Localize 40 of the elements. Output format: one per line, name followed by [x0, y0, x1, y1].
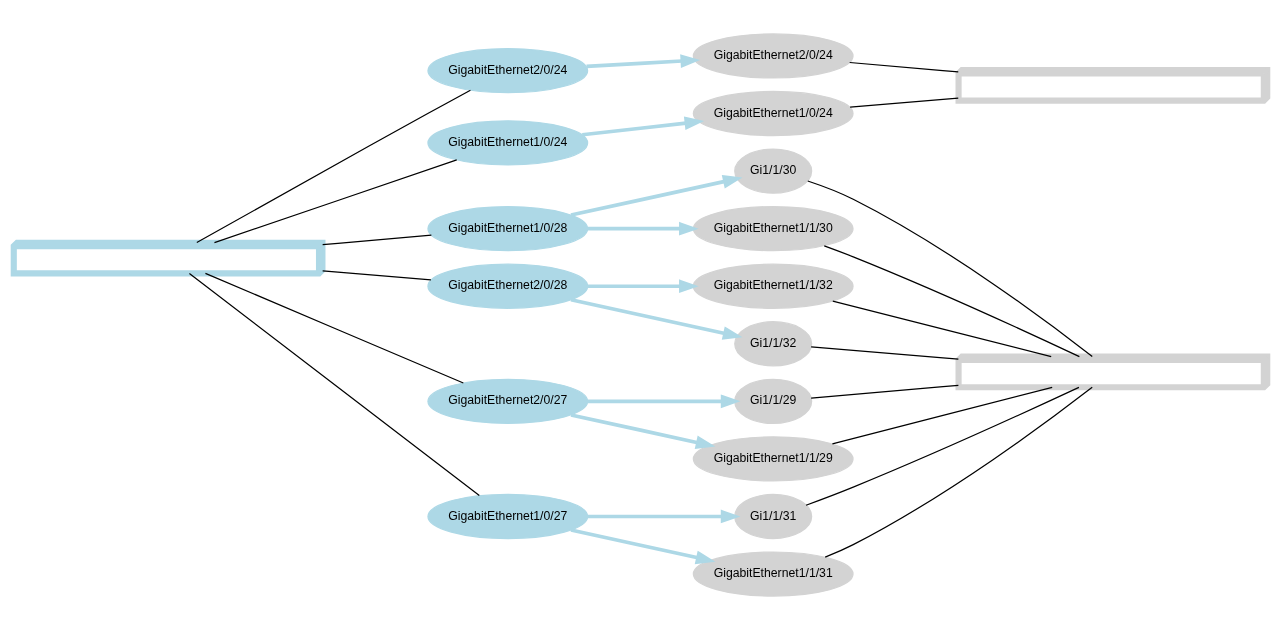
node-ellipse: Gi1/1/31: [734, 493, 813, 540]
connector: [810, 346, 959, 360]
connector: [322, 234, 432, 246]
arrow: [587, 279, 699, 294]
arrow: [587, 509, 741, 524]
connector: [849, 61, 959, 73]
connector: [807, 180, 1093, 358]
node-ellipse: Gi1/1/29: [734, 378, 813, 424]
connector: [805, 386, 1080, 506]
node-ellipse: GigabitEthernet2/0/27: [427, 378, 589, 424]
arrow: [570, 175, 743, 217]
connector: [196, 89, 472, 244]
node-ellipse: Gi1/1/30: [734, 148, 813, 194]
node-ellipse: GigabitEthernet2/0/24: [692, 33, 854, 79]
node-ellipse: GigabitEthernet1/0/27: [427, 493, 589, 540]
connector: [832, 300, 1052, 358]
connector: [204, 272, 464, 384]
arrow: [570, 528, 716, 565]
connector: [188, 272, 480, 497]
connector: [824, 386, 1093, 558]
node-ellipse: GigabitEthernet1/1/30: [692, 206, 854, 252]
arrow: [570, 413, 716, 450]
arrow: [582, 116, 705, 137]
node-ellipse: GigabitEthernet1/1/32: [692, 263, 854, 309]
connector: [810, 384, 959, 399]
node-ellipse: GigabitEthernet2/0/24: [427, 48, 589, 94]
arrow: [586, 54, 701, 69]
connector: [849, 97, 959, 108]
arrow: [570, 298, 743, 340]
connector: [831, 386, 1053, 445]
node-ellipse: GigabitEthernet2/0/28: [427, 263, 589, 309]
arrow: [587, 394, 741, 409]
node-ellipse: GigabitEthernet1/0/24: [427, 120, 589, 166]
node-ellipse: GigabitEthernet1/0/28: [427, 206, 589, 252]
connector: [213, 159, 458, 244]
connector: [322, 270, 432, 281]
arrow: [587, 221, 699, 236]
node-ellipse: Gi1/1/32: [734, 321, 813, 367]
node-ellipse: GigabitEthernet1/0/24: [692, 90, 854, 137]
connector: [823, 245, 1080, 358]
